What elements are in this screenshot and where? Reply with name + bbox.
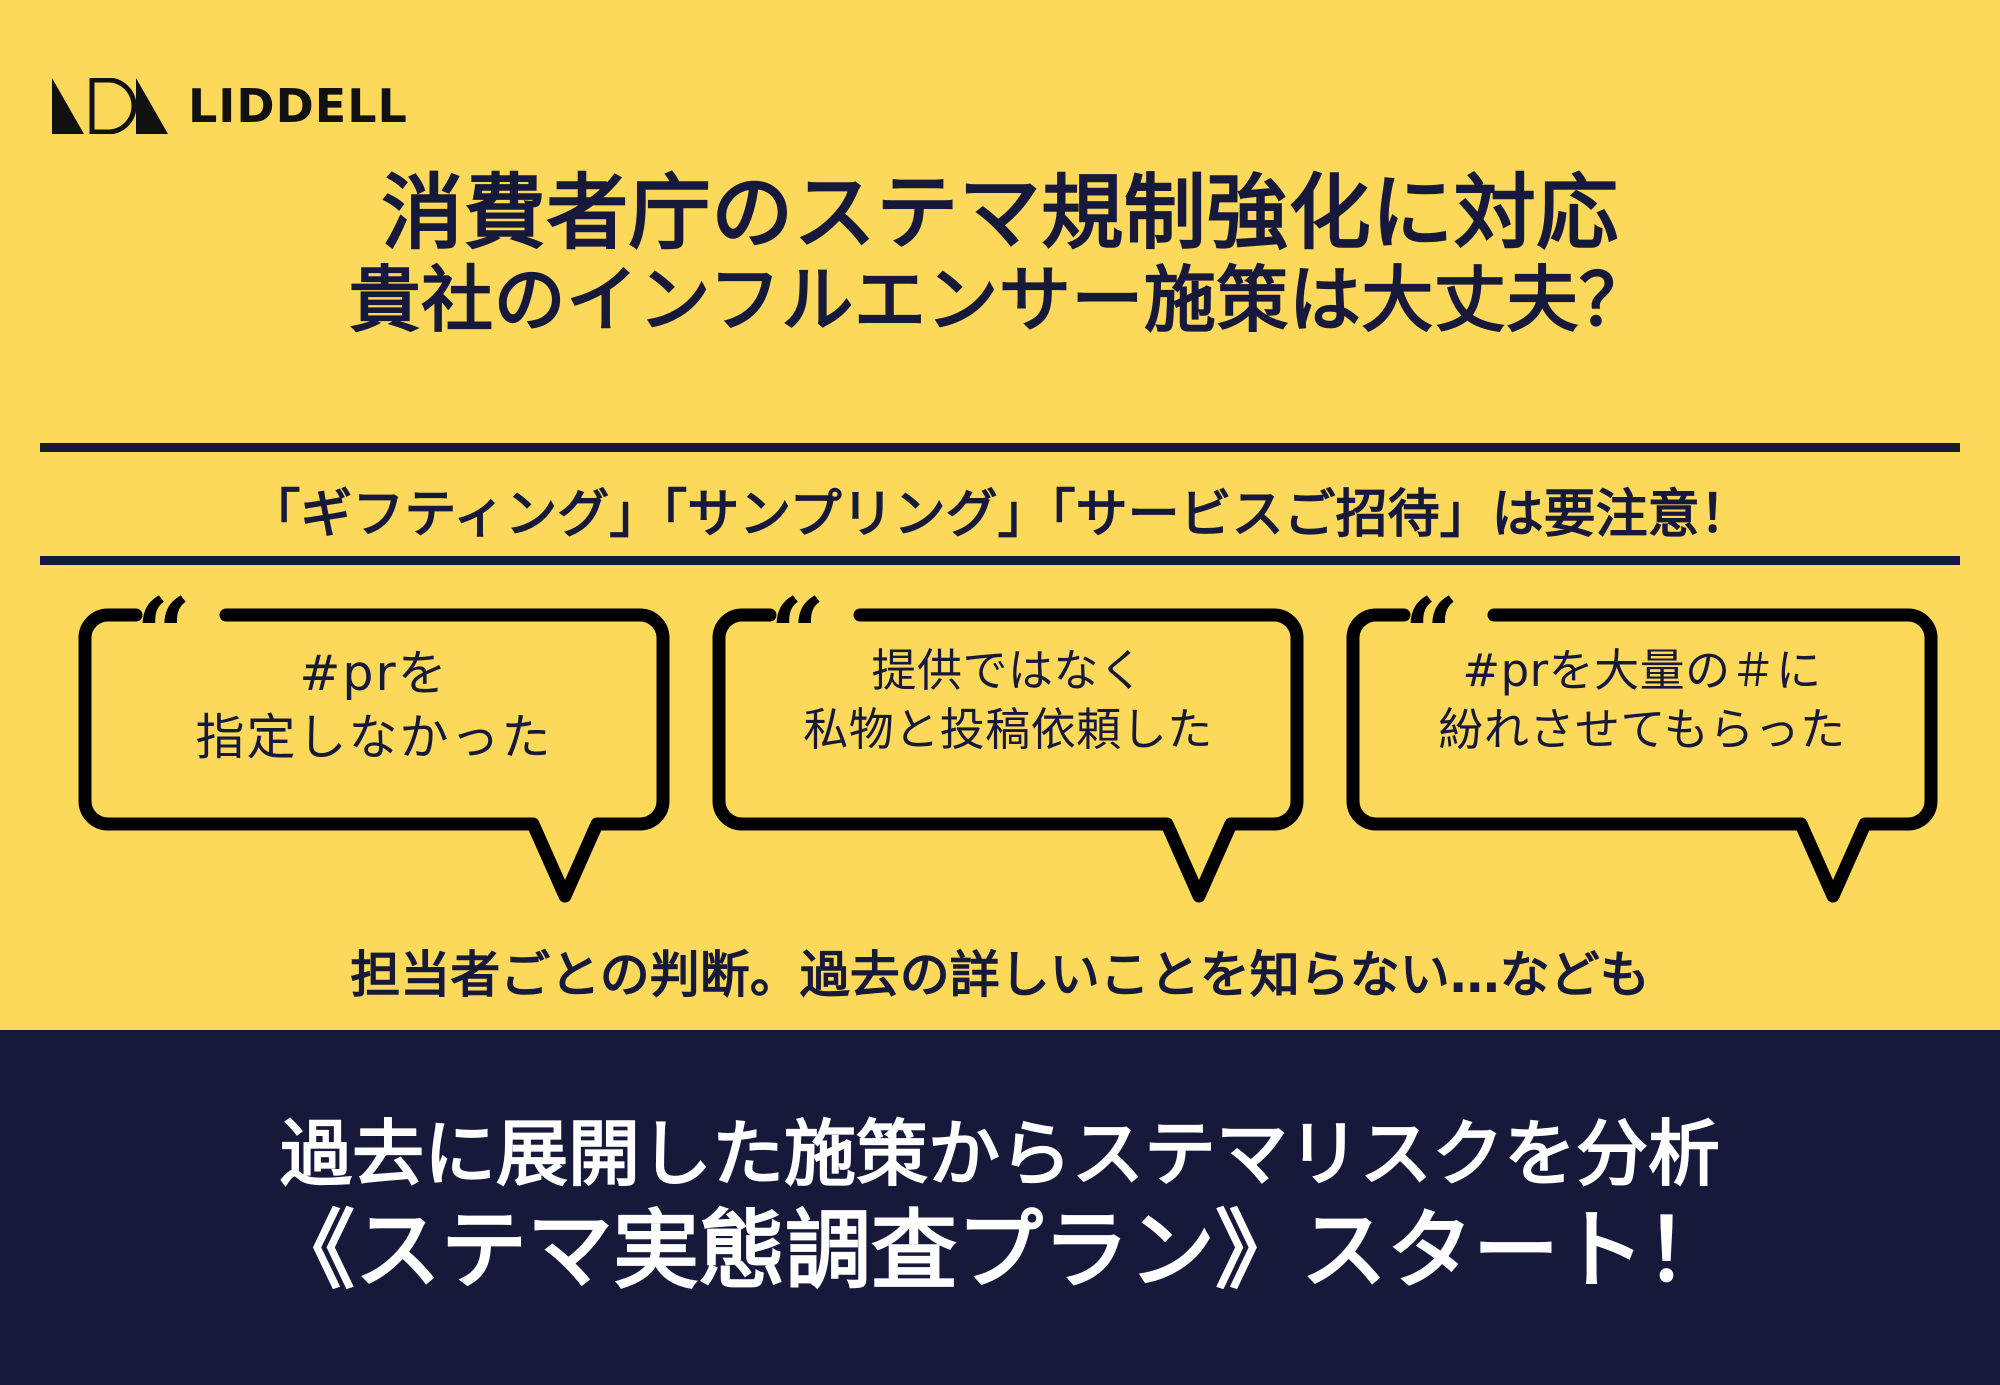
speech-bubble-outline-icon xyxy=(78,608,670,903)
speech-bubble: “ 提供ではなく 私物と投稿依頼した xyxy=(712,586,1304,903)
headline-block: 消費者庁のステマ規制強化に対応 貴社のインフルエンサー施策は大丈夫？ xyxy=(0,166,2000,342)
warning-band-text: 「ギフティング」「サンプリング」「サービスご招待」は要注意！ xyxy=(248,484,1752,545)
speech-bubble: “ #prを 指定しなかった xyxy=(78,586,670,903)
quote-mark-icon: “ xyxy=(136,577,191,690)
liddell-wordmark: LIDDELL xyxy=(188,79,408,133)
liddell-logo: LIDDELL xyxy=(50,78,408,134)
speech-bubble-outline-icon xyxy=(1346,608,1938,903)
footer-line-2: 《ステマ実態調査プラン》スタート！ xyxy=(269,1201,1731,1302)
caption-text: 担当者ごとの判断。過去の詳しいことを知らない…なども xyxy=(350,946,1650,1004)
speech-bubble-outline-icon xyxy=(712,608,1304,903)
speech-bubble: “ #prを大量の＃に 紛れさせてもらった xyxy=(1346,586,1938,903)
speech-bubble-text: #prを 指定しなかった xyxy=(195,645,553,766)
speech-bubble-text: 提供ではなく 私物と投稿依頼した xyxy=(803,644,1213,756)
speech-bubble-text: #prを大量の＃に 紛れさせてもらった xyxy=(1438,644,1846,756)
quote-mark-icon: “ xyxy=(1404,577,1459,690)
footer-banner: 過去に展開した施策からステマリスクを分析 《ステマ実態調査プラン》スタート！ xyxy=(0,1030,2000,1385)
footer-line-1: 過去に展開した施策からステマリスクを分析 xyxy=(279,1112,1720,1197)
divider-bottom xyxy=(40,556,1960,565)
liddell-triangle-mark-icon xyxy=(52,78,168,134)
divider-top xyxy=(40,443,1960,452)
speech-bubble-group: “ #prを 指定しなかった “ 提供ではなく 私物と投稿依頼した “ #prを… xyxy=(78,586,1938,908)
headline-line-1: 消費者庁のステマ規制強化に対応 xyxy=(381,166,1619,261)
headline-line-2: 貴社のインフルエンサー施策は大丈夫？ xyxy=(348,257,1652,342)
quote-mark-icon: “ xyxy=(770,577,825,690)
